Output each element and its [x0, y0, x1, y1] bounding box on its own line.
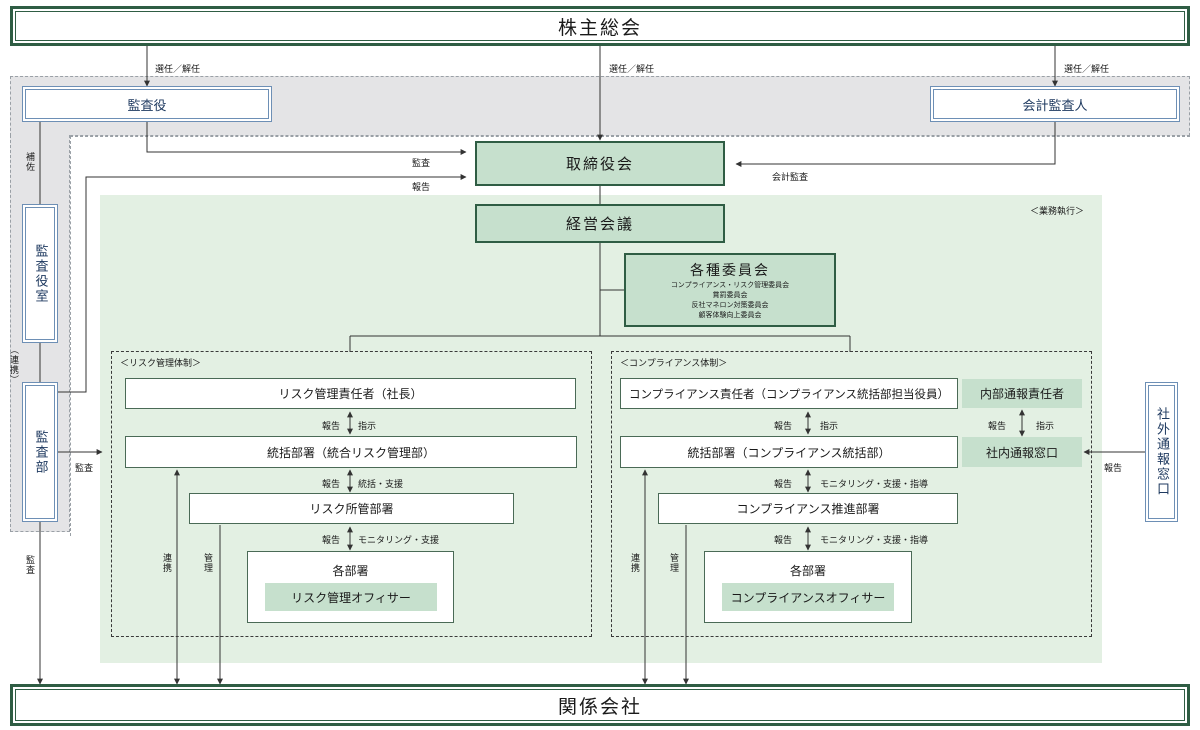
- audit-down-label: 監査: [24, 555, 34, 575]
- whistle-link-left: 報告: [988, 422, 1007, 432]
- risk-link3-right: モニタリング・支援: [358, 536, 440, 546]
- comp-manage-label: 管理: [668, 553, 678, 573]
- compliance-dept-box: コンプライアンス推進部署: [658, 493, 958, 524]
- risk-link2-right: 統括・支援: [358, 480, 404, 490]
- auditors-box: 監査役: [22, 86, 272, 122]
- committees-box: 各種委員会 コンプライアンス・リスク管理委員会 賞罰委員会 反社マネロン対策委員…: [624, 253, 836, 327]
- elect-label-3: 選任／解任: [1064, 65, 1110, 75]
- external-whistle-window-box: 社外通報窓口: [1145, 382, 1178, 522]
- audit-dept-audit-label: 監査: [75, 464, 94, 474]
- risk-panel-title: ＜リスク管理体制＞: [120, 359, 202, 369]
- compliance-panel-title: ＜コンプライアンス体制＞: [620, 359, 728, 369]
- audit-office-box: 監査役室: [22, 204, 58, 343]
- external-report-label: 報告: [1104, 464, 1123, 474]
- comp-link2-right: モニタリング・支援・指導: [820, 480, 929, 490]
- risk-dept-box: リスク所管部署: [189, 493, 514, 524]
- internal-whistle-window-box: 社内通報窓口: [962, 437, 1082, 467]
- whistle-link-right: 指示: [1036, 422, 1055, 432]
- committee-item: 顧客体験向上委員会: [698, 311, 762, 319]
- assist-label: 補佐: [24, 152, 34, 172]
- elect-label-1: 選任／解任: [155, 65, 201, 75]
- committee-item: 反社マネロン対策委員会: [691, 301, 769, 309]
- accounting-auditor-box: 会計監査人: [930, 86, 1180, 122]
- risk-link1-left: 報告: [322, 422, 341, 432]
- elect-label-2: 選任／解任: [609, 65, 655, 75]
- risk-management-panel: [111, 351, 592, 637]
- comp-link1-left: 報告: [774, 422, 793, 432]
- compliance-hq-box: 統括部署（コンプライアンス統括部）: [620, 436, 958, 468]
- report-to-board-label: 報告: [412, 183, 431, 193]
- coop-label: （連携）: [8, 345, 18, 385]
- board-box: 取締役会: [475, 141, 725, 186]
- whistle-officer-box: 内部通報責任者: [962, 379, 1082, 408]
- management-meeting-box: 経営会議: [475, 204, 725, 243]
- affiliates-box: 関係会社: [10, 684, 1190, 726]
- risk-hq-box: 統括部署（統合リスク管理部）: [125, 436, 577, 468]
- risk-officer-box: リスク管理責任者（社長）: [125, 378, 576, 409]
- shareholders-meeting-box: 株主総会: [10, 6, 1190, 46]
- risk-manage-label: 管理: [202, 553, 212, 573]
- audit-to-board-label: 監査: [412, 159, 431, 169]
- compliance-officer-each-box: コンプライアンスオフィサー: [722, 583, 894, 611]
- committee-item: 賞罰委員会: [712, 291, 748, 299]
- risk-officer-each-box: リスク管理オフィサー: [265, 583, 437, 611]
- committee-item: コンプライアンス・リスク管理委員会: [670, 281, 790, 289]
- comp-link2-left: 報告: [774, 480, 793, 490]
- risk-each-dept-label: 各部署: [332, 564, 369, 578]
- business-execution-label: ＜業務執行＞: [1030, 207, 1085, 217]
- compliance-each-dept-label: 各部署: [789, 564, 826, 578]
- compliance-panel: [611, 351, 1092, 637]
- comp-coop-label: 連携: [629, 553, 639, 573]
- comp-link3-left: 報告: [774, 536, 793, 546]
- risk-link3-left: 報告: [322, 536, 341, 546]
- risk-link1-right: 指示: [358, 422, 377, 432]
- comp-link3-right: モニタリング・支援・指導: [820, 536, 929, 546]
- accounting-audit-label: 会計監査: [772, 173, 809, 183]
- comp-link1-right: 指示: [820, 422, 839, 432]
- risk-link2-left: 報告: [322, 480, 341, 490]
- committees-title: 各種委員会: [690, 263, 770, 279]
- compliance-officer-box: コンプライアンス責任者（コンプライアンス統括部担当役員）: [620, 378, 958, 409]
- risk-coop-label: 連携: [161, 553, 171, 573]
- audit-dept-box: 監査部: [22, 382, 58, 522]
